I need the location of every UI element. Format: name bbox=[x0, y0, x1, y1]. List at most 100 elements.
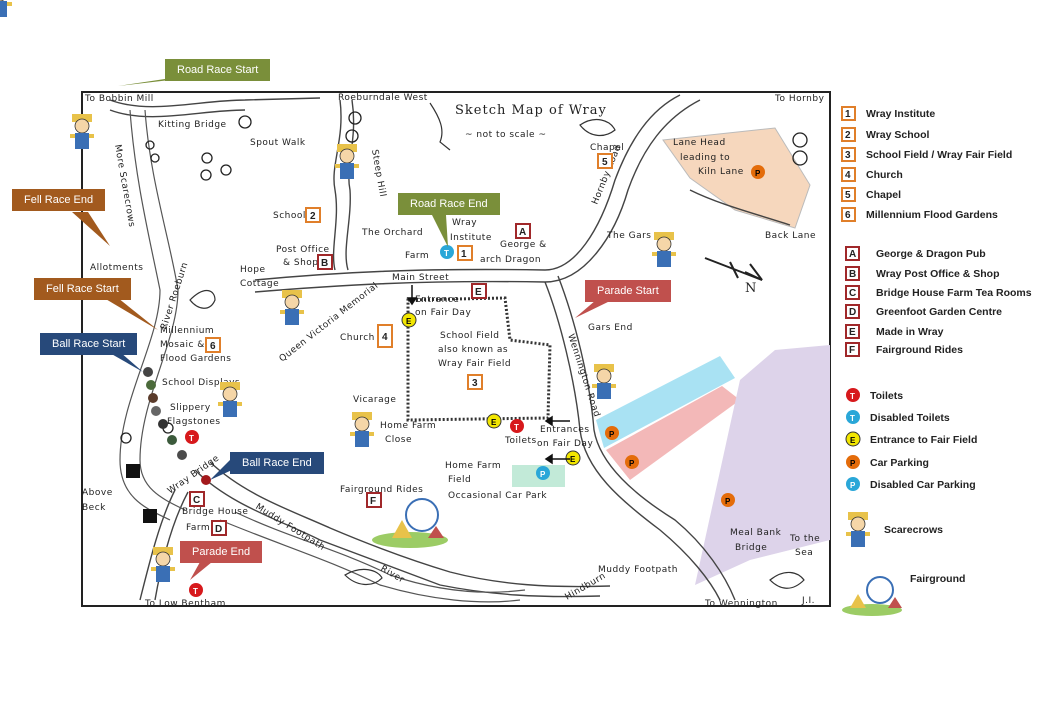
svg-text:E: E bbox=[406, 317, 412, 326]
marker-square bbox=[143, 509, 157, 523]
ball-race-end-callout: Ball Race End bbox=[230, 452, 324, 474]
badge-a[interactable]: A bbox=[515, 223, 531, 239]
label-occasional-car-park: Occasional Car Park bbox=[448, 491, 547, 501]
svg-text:Bridge House Farm Tea Rooms: Bridge House Farm Tea Rooms bbox=[876, 287, 1032, 299]
label-school-field: School Field bbox=[440, 331, 500, 341]
svg-text:D: D bbox=[215, 524, 222, 535]
disabled-car-parking-icon[interactable]: P bbox=[536, 466, 550, 480]
label-bridge-house: Bridge House bbox=[182, 507, 248, 517]
parade-end-callout: Parade End bbox=[180, 541, 263, 563]
label-school: School bbox=[273, 211, 306, 221]
label-to-wennington: To Wennington bbox=[704, 599, 778, 609]
label-and-shop: & Shop bbox=[283, 258, 319, 268]
label-toilets: Toilets bbox=[504, 436, 537, 446]
svg-text:T: T bbox=[189, 434, 194, 443]
entrance-icon[interactable]: E bbox=[486, 413, 502, 429]
svg-text:P: P bbox=[725, 497, 731, 506]
car-park-purple bbox=[695, 345, 830, 585]
label-lane-head: Lane Head bbox=[673, 138, 726, 148]
label-kitting-bridge: Kitting Bridge bbox=[158, 120, 227, 130]
label-millennium: Millennium bbox=[160, 326, 214, 336]
svg-text:E: E bbox=[475, 287, 482, 298]
entrance-icon[interactable]: E bbox=[565, 450, 581, 466]
badge-c[interactable]: C bbox=[189, 491, 205, 507]
svg-text:2: 2 bbox=[845, 130, 851, 141]
car-parking-icon[interactable]: P bbox=[625, 455, 639, 469]
badge-4[interactable]: 4 bbox=[377, 324, 393, 348]
svg-text:3: 3 bbox=[472, 378, 478, 389]
svg-text:Fairground Rides: Fairground Rides bbox=[876, 344, 963, 356]
scarecrows bbox=[0, 0, 677, 583]
road-race-end-callout: Road Race End bbox=[398, 193, 500, 215]
toilet-icon[interactable]: T bbox=[510, 419, 524, 433]
svg-text:Wray School: Wray School bbox=[866, 129, 929, 141]
badge-6[interactable]: 6 bbox=[205, 337, 221, 353]
scarecrow-icon bbox=[0, 0, 12, 17]
car-parking-icon[interactable]: P bbox=[751, 165, 765, 179]
label-entrances: Entrances bbox=[540, 425, 590, 435]
svg-text:6: 6 bbox=[845, 210, 851, 221]
badge-2[interactable]: 2 bbox=[305, 207, 321, 223]
svg-text:Wray Post Office & Shop: Wray Post Office & Shop bbox=[876, 268, 1000, 280]
label-muddy-footpath: Muddy Footpath bbox=[253, 502, 326, 553]
label-on-fair-day: on Fair Day bbox=[415, 308, 471, 318]
disabled-toilet-icon[interactable]: T bbox=[440, 245, 454, 259]
svg-text:5: 5 bbox=[602, 157, 608, 168]
label-church: Church bbox=[340, 333, 375, 343]
car-parking-icon[interactable]: P bbox=[721, 493, 735, 507]
scarecrow-icon bbox=[651, 231, 677, 268]
label-institute: Institute bbox=[450, 233, 492, 243]
scarecrow-icon bbox=[349, 411, 375, 448]
label-roeburndale-west: Roeburndale West bbox=[338, 93, 428, 103]
label-wray: Wray bbox=[452, 218, 477, 228]
ball-race-start-callout: Ball Race Start bbox=[40, 333, 138, 355]
badge-1[interactable]: 1 bbox=[457, 245, 473, 261]
badge-d[interactable]: D bbox=[211, 520, 227, 536]
badge-e[interactable]: E bbox=[471, 283, 487, 299]
scarecrow-icon bbox=[334, 143, 360, 180]
svg-text:T: T bbox=[444, 249, 449, 258]
badge-b[interactable]: B bbox=[317, 254, 333, 270]
badge-f[interactable]: F bbox=[366, 492, 382, 508]
label-above: Above bbox=[82, 488, 113, 498]
svg-text:5: 5 bbox=[845, 190, 851, 201]
fish-doodle bbox=[189, 102, 805, 589]
label-initials: J.I. bbox=[801, 596, 815, 606]
toilet-icon[interactable]: T bbox=[185, 430, 199, 444]
car-park-pink bbox=[606, 386, 740, 480]
fairground-icon bbox=[372, 498, 448, 548]
label-chapel: Chapel bbox=[590, 143, 624, 153]
legend-item-2: 2 Wray School bbox=[841, 127, 929, 142]
badge-5[interactable]: 5 bbox=[597, 153, 613, 169]
svg-text:Scarecrows: Scarecrows bbox=[884, 524, 943, 536]
label-to-low-bentham: To Low Bentham bbox=[144, 599, 226, 609]
car-parking-icon[interactable]: P bbox=[605, 426, 619, 440]
school-field-outline bbox=[406, 296, 552, 422]
svg-text:Made in Wray: Made in Wray bbox=[876, 326, 944, 338]
toilet-icon[interactable]: T bbox=[189, 583, 203, 597]
badge-3[interactable]: 3 bbox=[467, 374, 483, 390]
label-wennington-road: Wennington Road bbox=[565, 333, 601, 419]
fell-race-end-callout: Fell Race End bbox=[12, 189, 106, 211]
svg-text:Car Parking: Car Parking bbox=[870, 457, 929, 469]
rivers bbox=[119, 109, 526, 603]
svg-text:Entrance to Fair Field: Entrance to Fair Field bbox=[870, 434, 977, 446]
label-back-lane: Back Lane bbox=[765, 231, 816, 241]
entrance-icon[interactable]: E bbox=[401, 312, 417, 328]
label-entrance: Entrance bbox=[415, 295, 459, 305]
svg-text:Toilets: Toilets bbox=[870, 390, 903, 402]
label-vicarage: Vicarage bbox=[353, 395, 396, 405]
label-wray-bridge: Wray Bridge bbox=[166, 453, 221, 496]
label-farm: Farm bbox=[405, 251, 429, 261]
fell-race-start-callout: Fell Race Start bbox=[34, 278, 131, 300]
svg-text:E: E bbox=[850, 436, 856, 445]
